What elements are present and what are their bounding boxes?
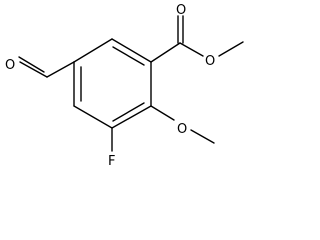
ring-bond-c1-c2	[111, 38, 152, 63]
methoxy-o-bond	[150, 105, 175, 121]
fluorine-label: F	[108, 154, 115, 169]
carbonyl-oxygen-label: O	[176, 3, 186, 18]
ester-c-bond	[150, 42, 181, 63]
aldehyde-oxygen-label: O	[5, 58, 15, 73]
ring-inner-bond-c1-c2	[112, 46, 145, 66]
methoxy-oxygen-label: O	[177, 122, 187, 137]
ring-bond-c6-c1	[73, 38, 113, 63]
aldehyde-double-bond-b	[18, 56, 45, 73]
ring-bond-c4-c5	[73, 105, 113, 129]
ring-inner-bond-c3-c4	[112, 102, 145, 122]
aldehyde-double-bond-a	[19, 61, 48, 78]
ring-bond-c3-c4	[111, 105, 152, 129]
ester-oxygen-label: O	[205, 54, 215, 69]
ester-methyl-bond	[218, 41, 244, 57]
ester-o-bond	[179, 42, 204, 57]
methoxy-methyl-bond	[190, 129, 215, 144]
chemical-structure: O O O O F	[5, 3, 244, 169]
aldehyde-c-bond	[46, 61, 75, 78]
